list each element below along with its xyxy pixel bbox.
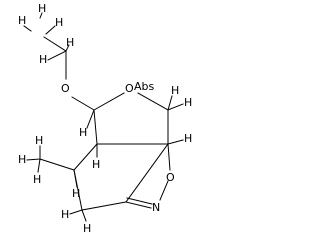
atom-h-ethyl-top-left: H	[18, 14, 26, 27]
atom-h-ch2-top: H	[171, 84, 179, 97]
bond-ch2r-h-right	[167, 103, 184, 111]
bond-lines	[23, 12, 184, 222]
bond-ch3-h-left	[23, 25, 32, 32]
bond-ring-o-ch2	[137, 92, 169, 111]
bond-ch3-h-right	[45, 25, 56, 35]
atom-h-ethyl-top-right: H	[55, 16, 63, 29]
bond-ch2b-cn	[81, 201, 127, 211]
bond-methyl-h-bottom	[37, 158, 41, 173]
molecule-structure-diagram: H H H H H O O Abs H H H H H H H H H O H …	[18, 2, 192, 235]
atom-h-ring-junction: H	[92, 158, 100, 171]
atom-h-methyl-bottom: H	[33, 173, 41, 186]
bond-ch2b-h-left	[69, 209, 83, 215]
atom-o-isoxazoline: O	[166, 171, 175, 184]
bond-ch-h	[167, 139, 184, 145]
bond-ch2-h-right	[65, 44, 70, 52]
atom-h-ch2-bottom-mid: H	[83, 222, 91, 235]
atom-h-ethyl-mid-left: H	[39, 53, 47, 66]
bond-acetal-h	[86, 109, 95, 129]
atom-h-ethyl-top-mid: H	[38, 2, 46, 15]
bond-acetal-junction	[93, 109, 98, 145]
bond-methine-ch2	[73, 169, 83, 211]
bond-methyl-h-left	[26, 158, 41, 161]
bond-junction-methine	[73, 143, 98, 171]
bond-cn-ch	[125, 143, 169, 203]
bond-methine-methyl	[39, 158, 75, 171]
bond-ch3-h-top	[39, 12, 43, 19]
atom-h-acetal: H	[79, 126, 87, 139]
atom-h-ethyl-mid-right: H	[66, 36, 74, 49]
bond-ch-o-isox	[167, 143, 171, 171]
atom-h-methine: H	[72, 187, 80, 200]
bond-ch3-ch2	[43, 36, 67, 52]
atom-h-methyl-top: H	[35, 134, 43, 147]
atom-h-ch2-bottom-left: H	[61, 208, 69, 221]
bond-c-n-double-2	[126, 197, 153, 205]
bond-ch2b-h-bottom	[81, 209, 87, 222]
bond-n-o	[159, 180, 169, 201]
atom-h-ch2-right: H	[184, 96, 192, 109]
atom-h-methyl-left: H	[18, 153, 26, 166]
atom-abs-label: Abs	[134, 80, 155, 93]
bond-o-acetal	[71, 96, 95, 111]
atom-labels: H H H H H O O Abs H H H H H H H H H O H …	[18, 2, 192, 235]
atom-o-ring: O	[125, 82, 134, 95]
atom-h-c-junction-right: H	[184, 132, 192, 145]
atom-n-isoxazoline: N	[152, 201, 160, 214]
atom-o-ether: O	[61, 82, 70, 95]
bond-ch2-h-left	[47, 50, 67, 61]
bond-ch2r-h-top	[167, 95, 173, 111]
bond-acetal-ring-o	[93, 92, 125, 111]
bond-c-n-double-1	[125, 201, 152, 209]
